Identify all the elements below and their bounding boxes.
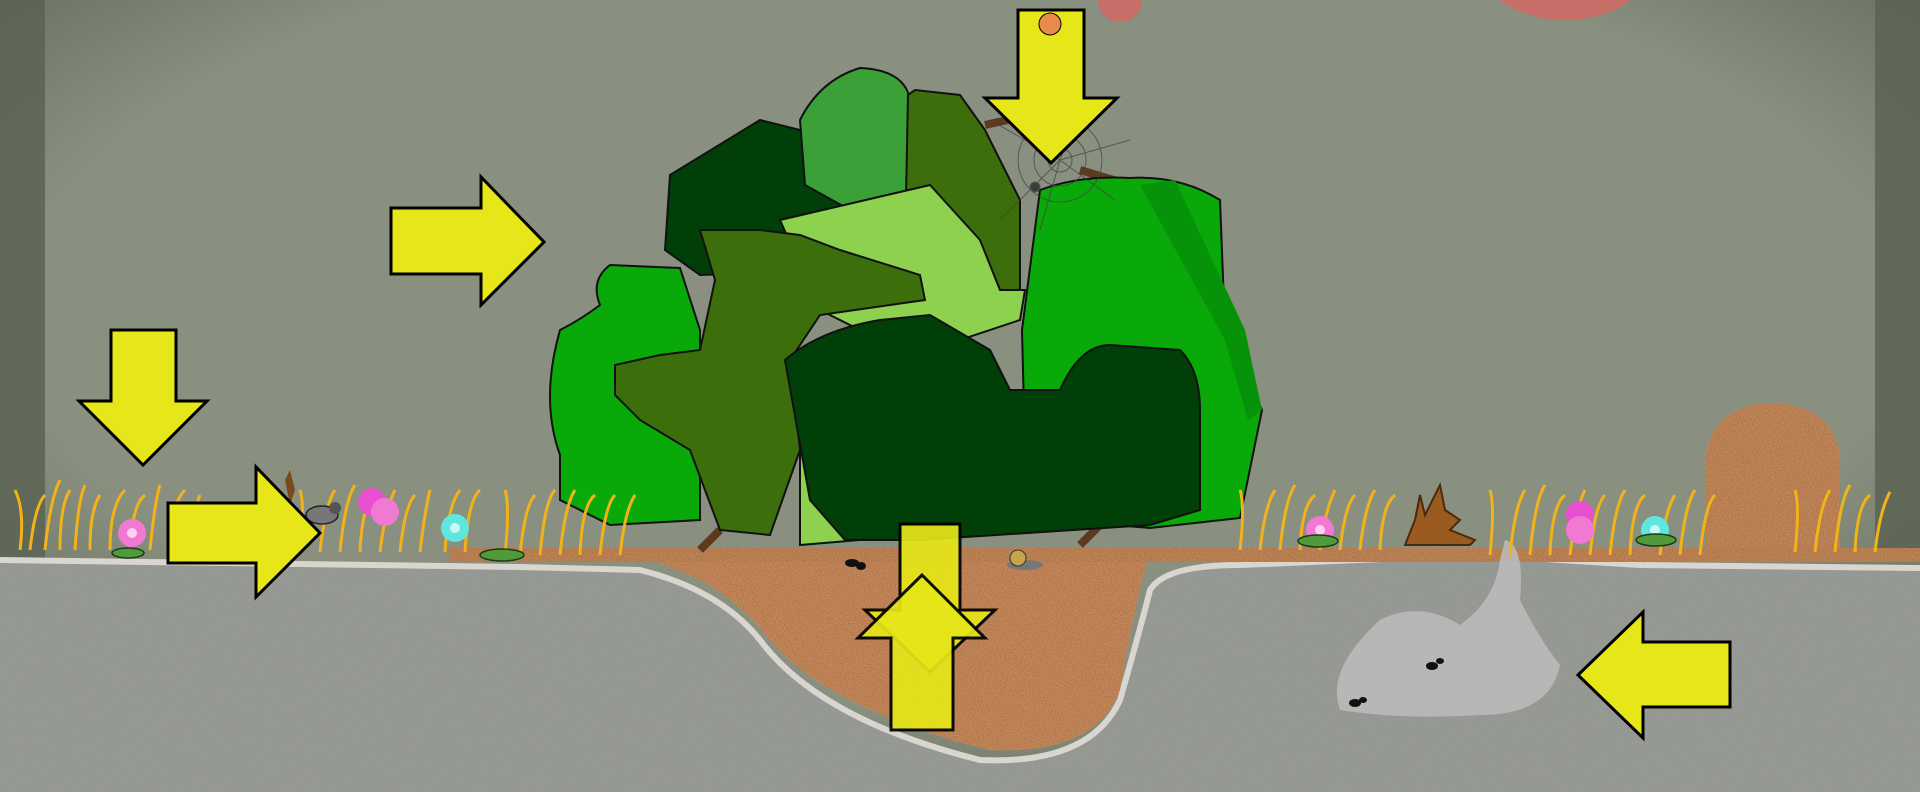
backdrop-left-edge bbox=[0, 0, 45, 560]
sun-icon bbox=[1039, 13, 1061, 35]
backdrop-right-edge bbox=[1875, 0, 1920, 560]
